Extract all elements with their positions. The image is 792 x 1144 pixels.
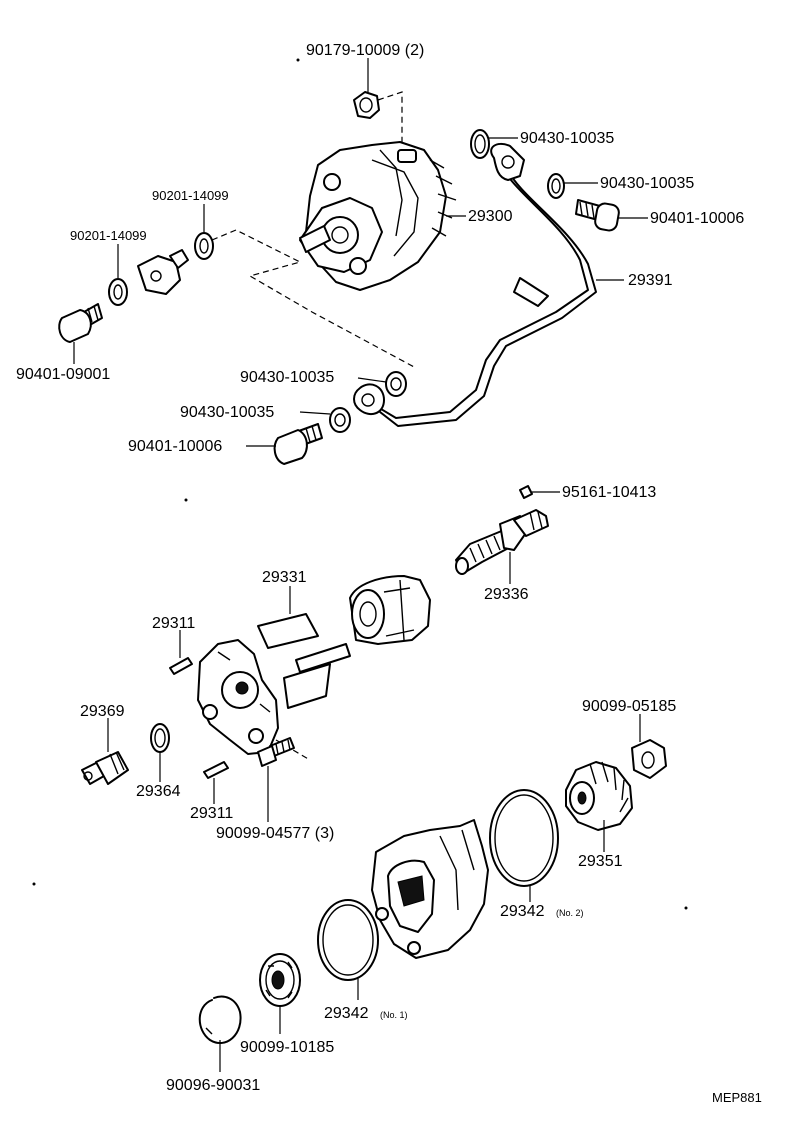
speck-3 <box>684 906 688 910</box>
label-90096-90031: 90096-90031 <box>166 1077 260 1094</box>
label-90099-05185: 90099-05185 <box>582 698 676 715</box>
dashed-guide-housing <box>275 739 311 761</box>
union-fitting <box>137 249 189 295</box>
label-90430-10035-d: 90430-10035 <box>180 404 274 421</box>
washer-90430-b <box>547 173 565 199</box>
nut-90099-05185 <box>631 739 667 779</box>
label-29351: 29351 <box>578 853 623 870</box>
label-90401-10006-b: 90401-10006 <box>128 438 222 455</box>
label-90401-10006-a: 90401-10006 <box>650 210 744 227</box>
label-29342-no1: 29342 <box>324 1005 369 1022</box>
union-bolt-90401-10006-a <box>575 199 620 232</box>
washer-90201-a <box>194 232 214 260</box>
plug-29369 <box>81 751 129 785</box>
label-90430-10035-b: 90430-10035 <box>600 175 694 192</box>
washer-90430-a <box>470 129 490 159</box>
washer-90201-b <box>108 278 128 306</box>
label-29311-a: 29311 <box>152 615 195 632</box>
snap-ring-90096-90031 <box>198 995 242 1045</box>
label-90201-14099-b: 90201-14099 <box>70 228 147 243</box>
label-90099-04577: 90099-04577 (3) <box>216 825 334 842</box>
alternator-29300 <box>299 141 457 291</box>
rotor-cylinder <box>349 575 431 645</box>
label-90430-10035-c: 90430-10035 <box>240 369 334 386</box>
union-bolt-90401-10006-b <box>273 423 323 465</box>
pump-housing-plate <box>197 639 279 755</box>
key-95161-10413 <box>519 485 533 499</box>
bolt-90099-04577 <box>257 737 295 767</box>
label-29300: 29300 <box>468 208 513 225</box>
label-95161-10413: 95161-10413 <box>562 484 656 501</box>
dashed-guide-left <box>211 229 417 369</box>
o-ring-29342-no1 <box>317 899 379 981</box>
leader-90430-d <box>299 411 331 415</box>
union-bolt-90401-09001 <box>58 303 103 343</box>
speck-2 <box>184 498 188 502</box>
label-29342-no1-note: (No. 1) <box>380 1010 408 1020</box>
label-29311-b: 29311 <box>190 805 233 822</box>
vane-blocks-29331 <box>257 613 351 709</box>
label-29364: 29364 <box>136 783 181 800</box>
speck-1 <box>296 58 300 62</box>
label-90201-14099-a: 90201-14099 <box>152 188 229 203</box>
shaft-29336 <box>455 509 549 575</box>
label-90430-10035-a: 90430-10035 <box>520 130 614 147</box>
o-ring-29364 <box>150 723 170 753</box>
label-29336: 29336 <box>484 586 529 603</box>
washer-90430-d <box>329 407 351 433</box>
drive-housing <box>371 819 489 959</box>
o-ring-29342-no2 <box>489 789 559 887</box>
label-90099-10185: 90099-10185 <box>240 1039 334 1056</box>
label-29342-no2: 29342 <box>500 903 545 920</box>
oil-pipe-29391 <box>353 142 597 427</box>
speck-4 <box>32 882 36 886</box>
dashed-guide-90179 <box>377 91 403 148</box>
pin-29311-a <box>169 657 193 675</box>
nut-90179-10009 <box>353 91 380 119</box>
label-29369: 29369 <box>80 703 125 720</box>
pin-29311-b <box>203 761 229 779</box>
label-90401-09001: 90401-09001 <box>16 366 110 383</box>
label-90179-10009: 90179-10009 (2) <box>306 42 424 59</box>
label-footer-code: MEP881 <box>712 1090 762 1105</box>
gear-29351 <box>565 761 633 831</box>
washer-90430-c <box>385 371 407 397</box>
label-29391: 29391 <box>628 272 673 289</box>
leader-90430-c <box>357 377 387 383</box>
bearing-90099-10185 <box>259 953 301 1007</box>
label-29331: 29331 <box>262 569 307 586</box>
label-29342-no2-note: (No. 2) <box>556 908 584 918</box>
